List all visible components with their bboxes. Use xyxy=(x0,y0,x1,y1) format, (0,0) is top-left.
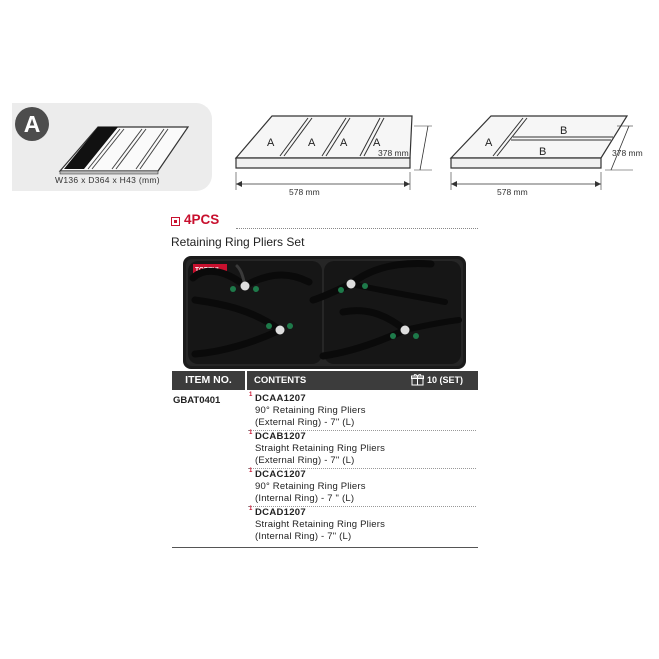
gift-box-icon xyxy=(411,374,424,386)
plier-2 xyxy=(191,296,284,358)
tray-a-b-width: 578 mm xyxy=(497,187,528,197)
tray-four-a-width: 578 mm xyxy=(289,187,320,197)
row-description-line1: Straight Retaining Ring Pliers xyxy=(255,443,386,454)
row-quantity: 1 xyxy=(249,430,253,436)
table-bottom-rule xyxy=(172,547,478,548)
product-photo: TOPTUL xyxy=(183,256,466,369)
module-a-badge: A xyxy=(15,107,49,141)
tray-a-b-label-b1: B xyxy=(560,125,567,137)
contents-row: 1 DCAA1207 90° Retaining Ring Pliers (Ex… xyxy=(248,392,476,431)
row-code: DCAA1207 xyxy=(255,393,306,404)
tray-a-b-depth: 378 mm xyxy=(612,148,643,158)
row-code: DCAD1207 xyxy=(255,507,306,518)
tray-four-a-illustration: A A A A xyxy=(234,115,432,190)
row-code: DCAC1207 xyxy=(255,469,306,480)
row-quantity: 1 xyxy=(249,506,253,512)
table-header-item-no: ITEM NO. xyxy=(172,371,245,390)
row-quantity: 1 xyxy=(249,392,253,398)
plier-3 xyxy=(309,260,448,305)
contents-row: 1 DCAB1207 Straight Retaining Ring Plier… xyxy=(248,430,476,469)
plier-4 xyxy=(319,307,462,360)
tray-four-a-depth: 378 mm xyxy=(378,148,409,158)
row-divider xyxy=(248,468,476,469)
item-number: GBAT0401 xyxy=(173,395,221,406)
set-title: Retaining Ring Pliers Set xyxy=(171,235,305,249)
table-header-contents: CONTENTS 10 (SET) xyxy=(247,371,478,390)
tray-four-a-label-1: A xyxy=(267,137,275,149)
module-a-dimensions: W136 x D364 x H43 (mm) xyxy=(55,175,160,185)
tray-a-b-label-a: A xyxy=(485,137,493,149)
row-description-line2: (External Ring) - 7" (L) xyxy=(255,417,355,428)
tray-four-a-label-2: A xyxy=(308,137,316,149)
tray-four-a-label-3: A xyxy=(340,137,348,149)
tray-a-b-label-b2: B xyxy=(539,146,546,158)
piece-count: 4PCS xyxy=(184,212,220,227)
module-a-tray-illustration xyxy=(58,126,190,175)
table-header-quantity: 10 (SET) xyxy=(427,375,464,385)
row-description-line2: (Internal Ring) - 7 " (L) xyxy=(255,493,355,504)
tray-a-b-illustration: A B B xyxy=(449,115,633,190)
row-description-line2: (Internal Ring) - 7" (L) xyxy=(255,531,352,542)
row-description-line1: 90° Retaining Ring Pliers xyxy=(255,481,366,492)
divider xyxy=(236,228,478,229)
row-divider xyxy=(248,506,476,507)
row-description-line2: (External Ring) - 7" (L) xyxy=(255,455,355,466)
row-code: DCAB1207 xyxy=(255,431,306,442)
row-divider xyxy=(248,430,476,431)
bullet-square-icon xyxy=(171,217,180,226)
tray-four-a-label-4: A xyxy=(373,137,381,149)
table-header-contents-label: CONTENTS xyxy=(254,375,307,386)
contents-row: 1 DCAC1207 90° Retaining Ring Pliers (In… xyxy=(248,468,476,507)
row-description-line1: Straight Retaining Ring Pliers xyxy=(255,519,386,530)
row-description-line1: 90° Retaining Ring Pliers xyxy=(255,405,366,416)
row-quantity: 1 xyxy=(249,468,253,474)
contents-row: 1 DCAD1207 Straight Retaining Ring Plier… xyxy=(248,506,476,545)
